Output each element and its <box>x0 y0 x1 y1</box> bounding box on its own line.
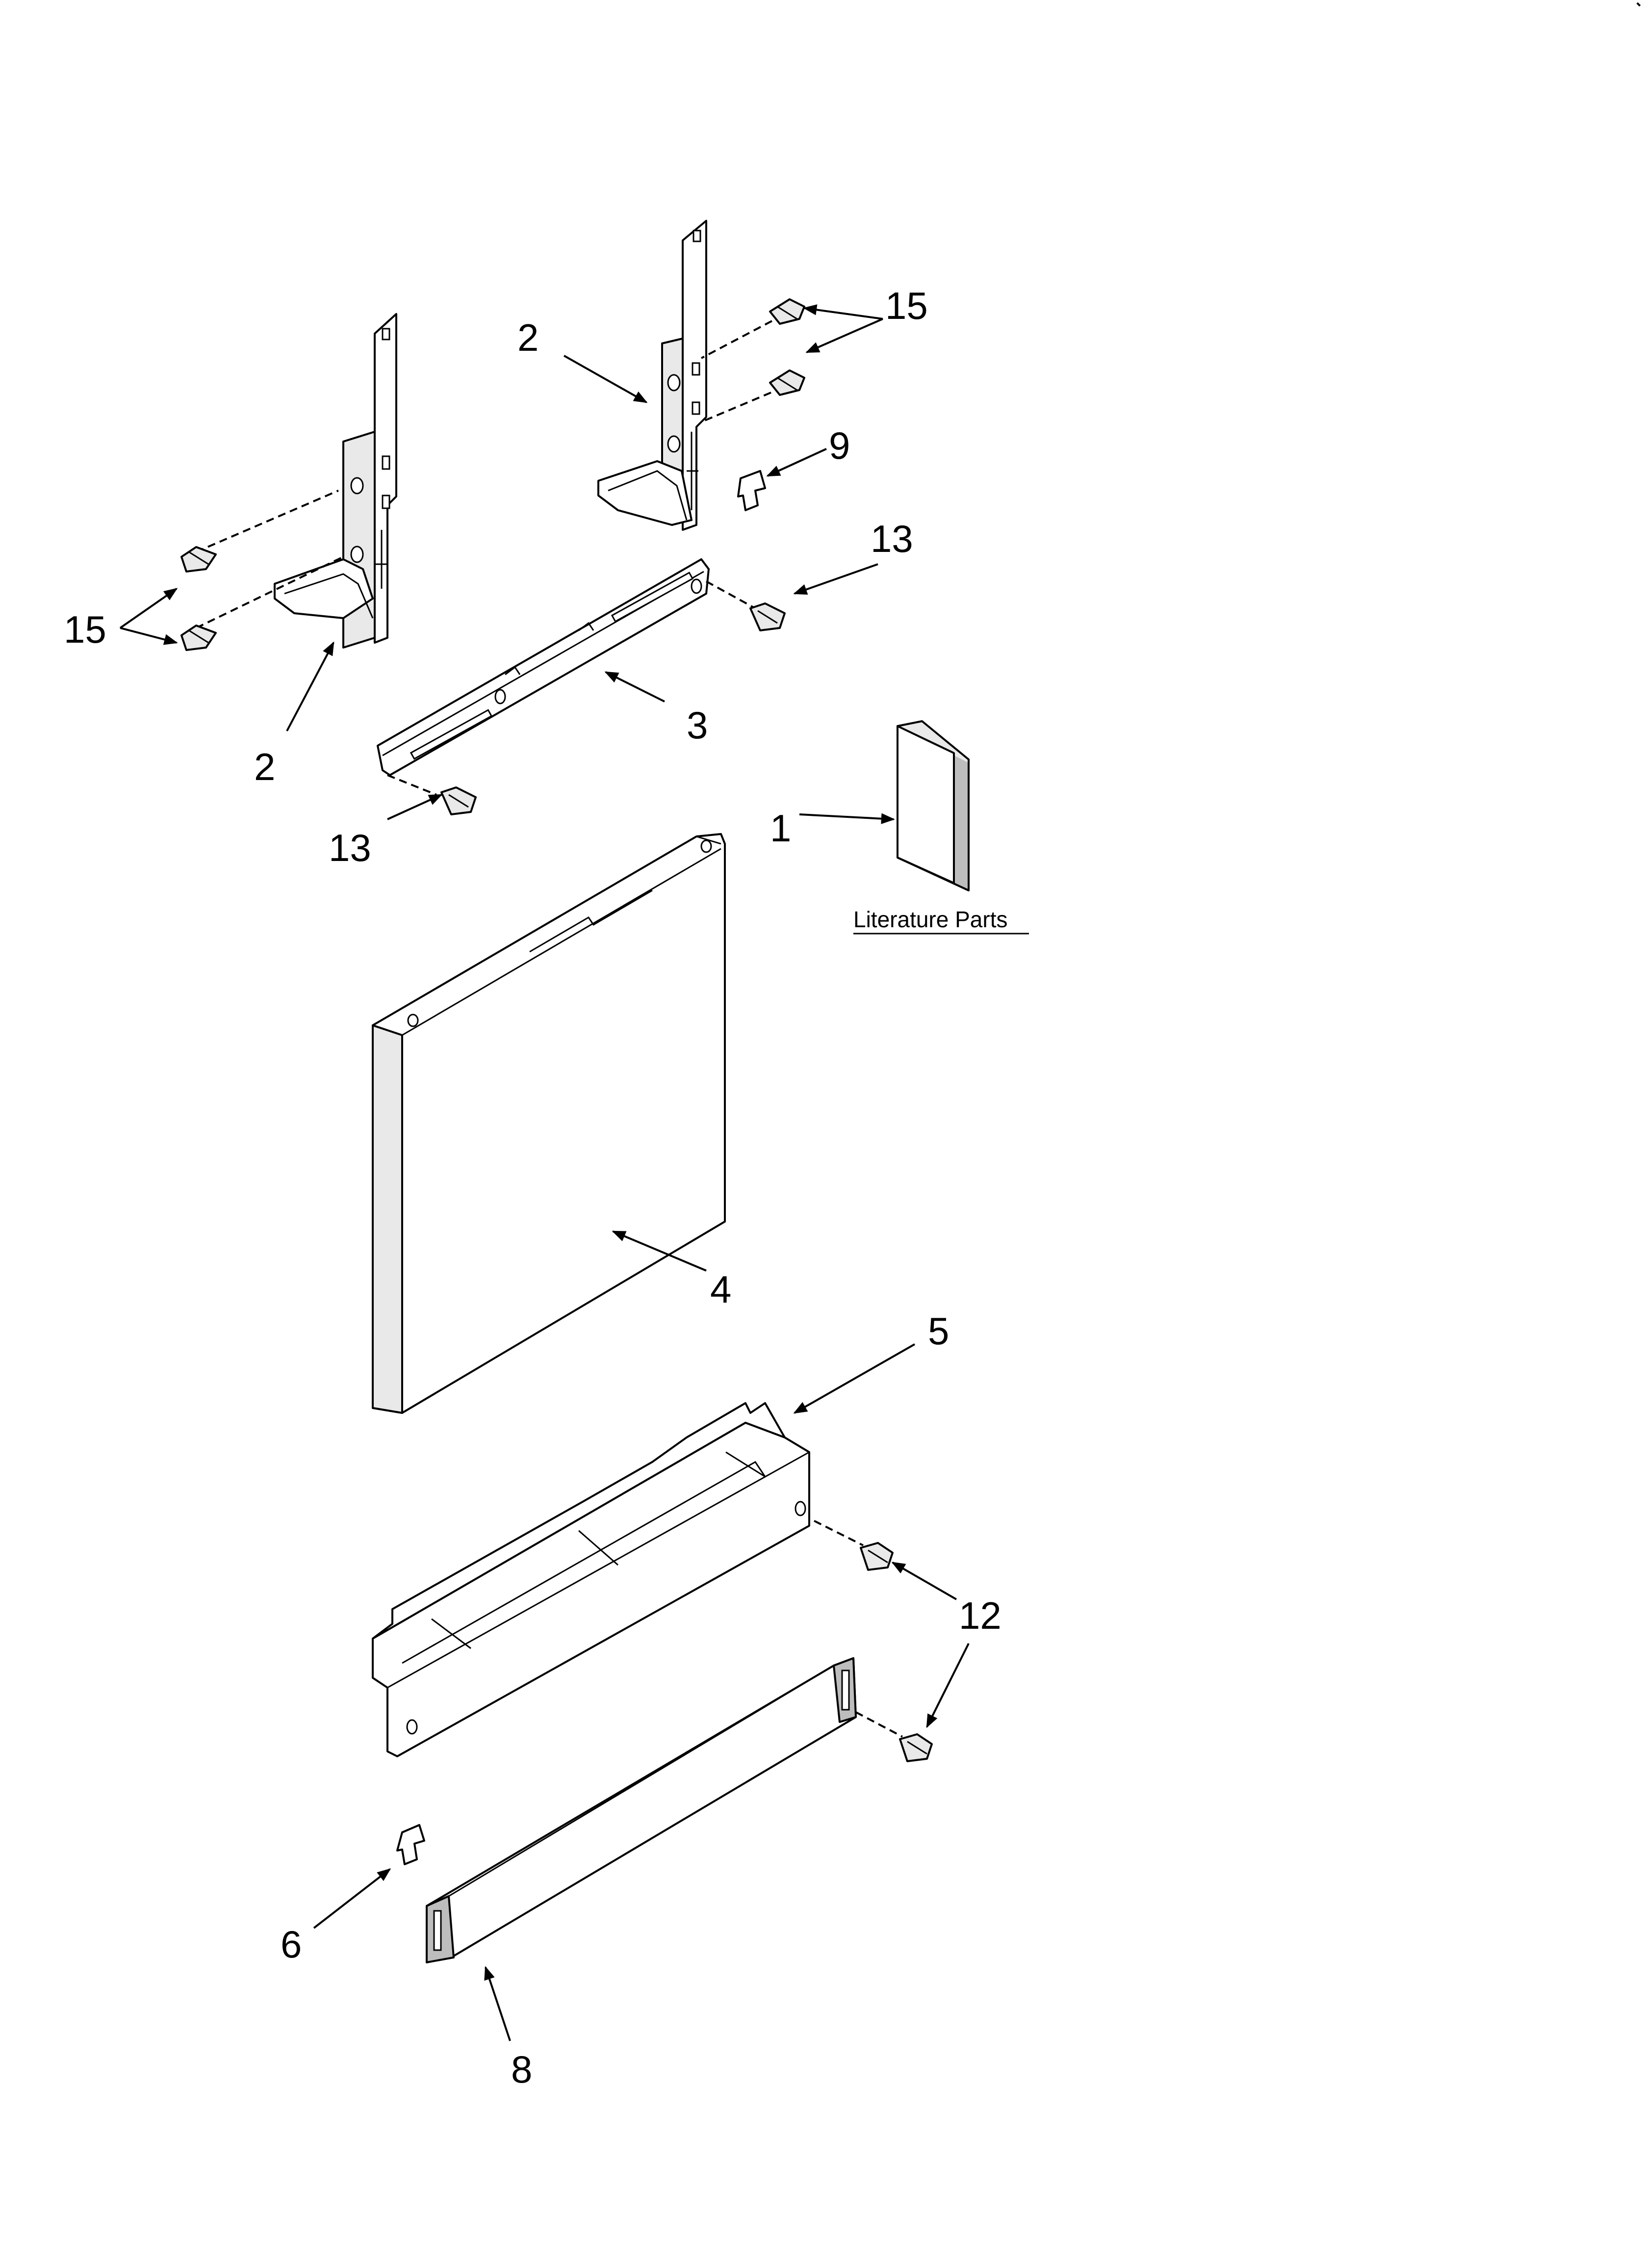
door-panel-4 <box>372 833 726 1414</box>
hinge-left <box>274 313 397 649</box>
callout-3: 3 <box>687 704 708 747</box>
callout-1: 1 <box>770 807 791 850</box>
rail-3 <box>377 558 710 776</box>
callout-15-right: 15 <box>885 284 928 327</box>
callout-12: 12 <box>959 1594 1001 1637</box>
callout-4: 4 <box>710 1268 731 1311</box>
hinge-right <box>597 220 707 531</box>
screws-15-right <box>701 298 805 423</box>
callout-9: 9 <box>829 424 850 467</box>
toe-kick-bracket-5 <box>372 1402 810 1757</box>
callout-8: 8 <box>511 2048 532 2091</box>
screw-12-upper <box>814 1520 894 1571</box>
callout-6: 6 <box>281 1923 302 1966</box>
screws-13 <box>387 580 786 815</box>
clip-9 <box>737 470 766 511</box>
callout-13-left: 13 <box>329 826 371 869</box>
screws-15-left <box>180 490 344 651</box>
callout-15-left: 15 <box>64 608 106 651</box>
literature-parts-caption: Literature Parts <box>853 907 1007 932</box>
screw-12-lower <box>855 1711 933 1762</box>
callout-13-right: 13 <box>871 517 913 560</box>
kick-plate-8 <box>426 1657 857 1963</box>
corner-mark <box>1636 2 1641 7</box>
callout-2-lower: 2 <box>254 745 275 788</box>
leader-lines <box>119 304 970 2041</box>
callout-5: 5 <box>928 1309 949 1353</box>
callout-labels: 2 2 15 15 9 13 13 3 1 4 5 12 6 8 Literat… <box>64 284 1029 2091</box>
literature-book-1 <box>897 720 970 891</box>
callout-2-upper: 2 <box>517 316 539 359</box>
clip-6 <box>396 1824 425 1865</box>
